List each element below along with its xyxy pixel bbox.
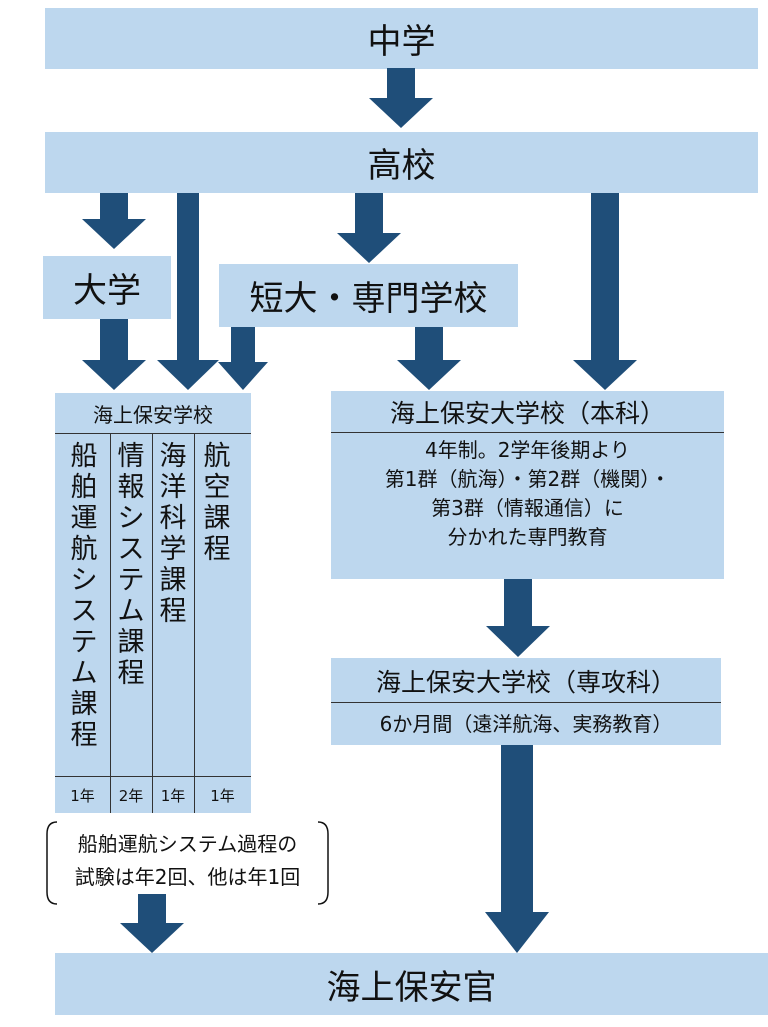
university-box: 大学 — [43, 256, 171, 319]
course-divider-3 — [194, 433, 195, 813]
course-name-ocean-science: 海洋科学課程 — [159, 441, 187, 627]
junior-college-label: 短大・専門学校 — [249, 279, 488, 319]
university-label: 大学 — [73, 271, 141, 311]
jcg-school-title-rule — [55, 433, 251, 434]
arrow-high-school-to-jcg-academy — [573, 193, 637, 390]
jcg-academy-advanced-title-rule — [331, 702, 721, 703]
course-name-ship-navigation: 船舶運航システム課程 — [70, 441, 98, 751]
jcg-academy-advanced-title: 海上保安大学校（専攻科） — [375, 667, 676, 697]
arrow-junior-college-to-jcg-academy — [397, 327, 461, 390]
exam-frequency-note: 船舶運航システム過程の 試験は年2回、他は年1回 — [45, 820, 330, 906]
arrow-high-school-to-junior-college — [337, 193, 401, 263]
arrow-junior-college-to-jcg-school — [218, 327, 268, 390]
coast-guard-officer-label: 海上保安官 — [326, 967, 497, 1008]
course-name-information-systems: 情報システム課程 — [117, 441, 145, 689]
jcg-academy-main-description: 4年制。2学年後期より 第1群（航海）・第2群（機関）・ 第3群（情報通信）に … — [331, 436, 724, 552]
description-line: 4年制。2学年後期より — [424, 438, 631, 462]
jcg-academy-main-title: 海上保安大学校（本科） — [389, 398, 665, 428]
description-line: 第1群（航海）・第2群（機関）・ — [384, 467, 671, 491]
junior-college-box: 短大・専門学校 — [219, 264, 518, 327]
high-school-label: 高校 — [367, 146, 436, 186]
course-column-information-systems: 情報システム課程 — [110, 441, 152, 771]
coast-guard-officer-box: 海上保安官 — [55, 953, 768, 1015]
jcg-academy-advanced-detail: 6か月間（遠洋航海、実務教育） — [379, 711, 673, 736]
jcg-school-year-rule — [55, 776, 251, 777]
arrow-university-to-jcg-school — [82, 319, 146, 390]
arrow-high-school-to-jcg-school — [145, 193, 219, 390]
course-column-ship-navigation: 船舶運航システム課程 — [55, 441, 110, 771]
course-duration-aviation: 1年 — [210, 787, 235, 805]
course-divider-2 — [152, 433, 153, 813]
note-brackets — [46, 821, 329, 905]
high-school-box: 高校 — [45, 132, 758, 193]
course-column-ocean-science: 海洋科学課程 — [152, 441, 194, 771]
jcg-school-box: 海上保安学校 船舶運航システム課程 情報システム課程 海洋科学課程 航空課程 1… — [55, 393, 251, 813]
arrow-jcg-school-to-officer — [120, 894, 184, 953]
arrow-academy-main-to-advanced — [486, 579, 550, 657]
junior-high-label: 中学 — [367, 22, 436, 62]
description-line: 分かれた専門教育 — [447, 525, 608, 549]
arrow-academy-advanced-to-officer — [485, 745, 549, 953]
course-duration-ship-navigation: 1年 — [70, 787, 95, 805]
course-duration-ocean-science: 1年 — [160, 787, 186, 805]
note-line: 船舶運航システム過程の — [77, 832, 298, 856]
junior-high-box: 中学 — [45, 8, 758, 69]
jcg-academy-main-box: 海上保安大学校（本科） 4年制。2学年後期より 第1群（航海）・第2群（機関）・… — [331, 391, 724, 579]
note-line: 試験は年2回、他は年1回 — [74, 865, 301, 889]
arrow-junior-high-to-high-school — [369, 68, 433, 128]
arrow-high-school-to-university — [82, 193, 146, 249]
description-line: 第3群（情報通信）に — [431, 496, 624, 520]
course-name-aviation: 航空課程 — [203, 441, 231, 565]
course-column-aviation: 航空課程 — [194, 441, 251, 771]
course-divider-1 — [110, 433, 111, 813]
jcg-school-title: 海上保安学校 — [93, 402, 213, 427]
note-text: 船舶運航システム過程の 試験は年2回、他は年1回 — [45, 828, 330, 894]
course-duration-information-systems: 2年 — [118, 787, 144, 805]
jcg-academy-advanced-box: 海上保安大学校（専攻科） 6か月間（遠洋航海、実務教育） — [331, 658, 721, 745]
jcg-academy-main-title-rule — [331, 432, 724, 433]
